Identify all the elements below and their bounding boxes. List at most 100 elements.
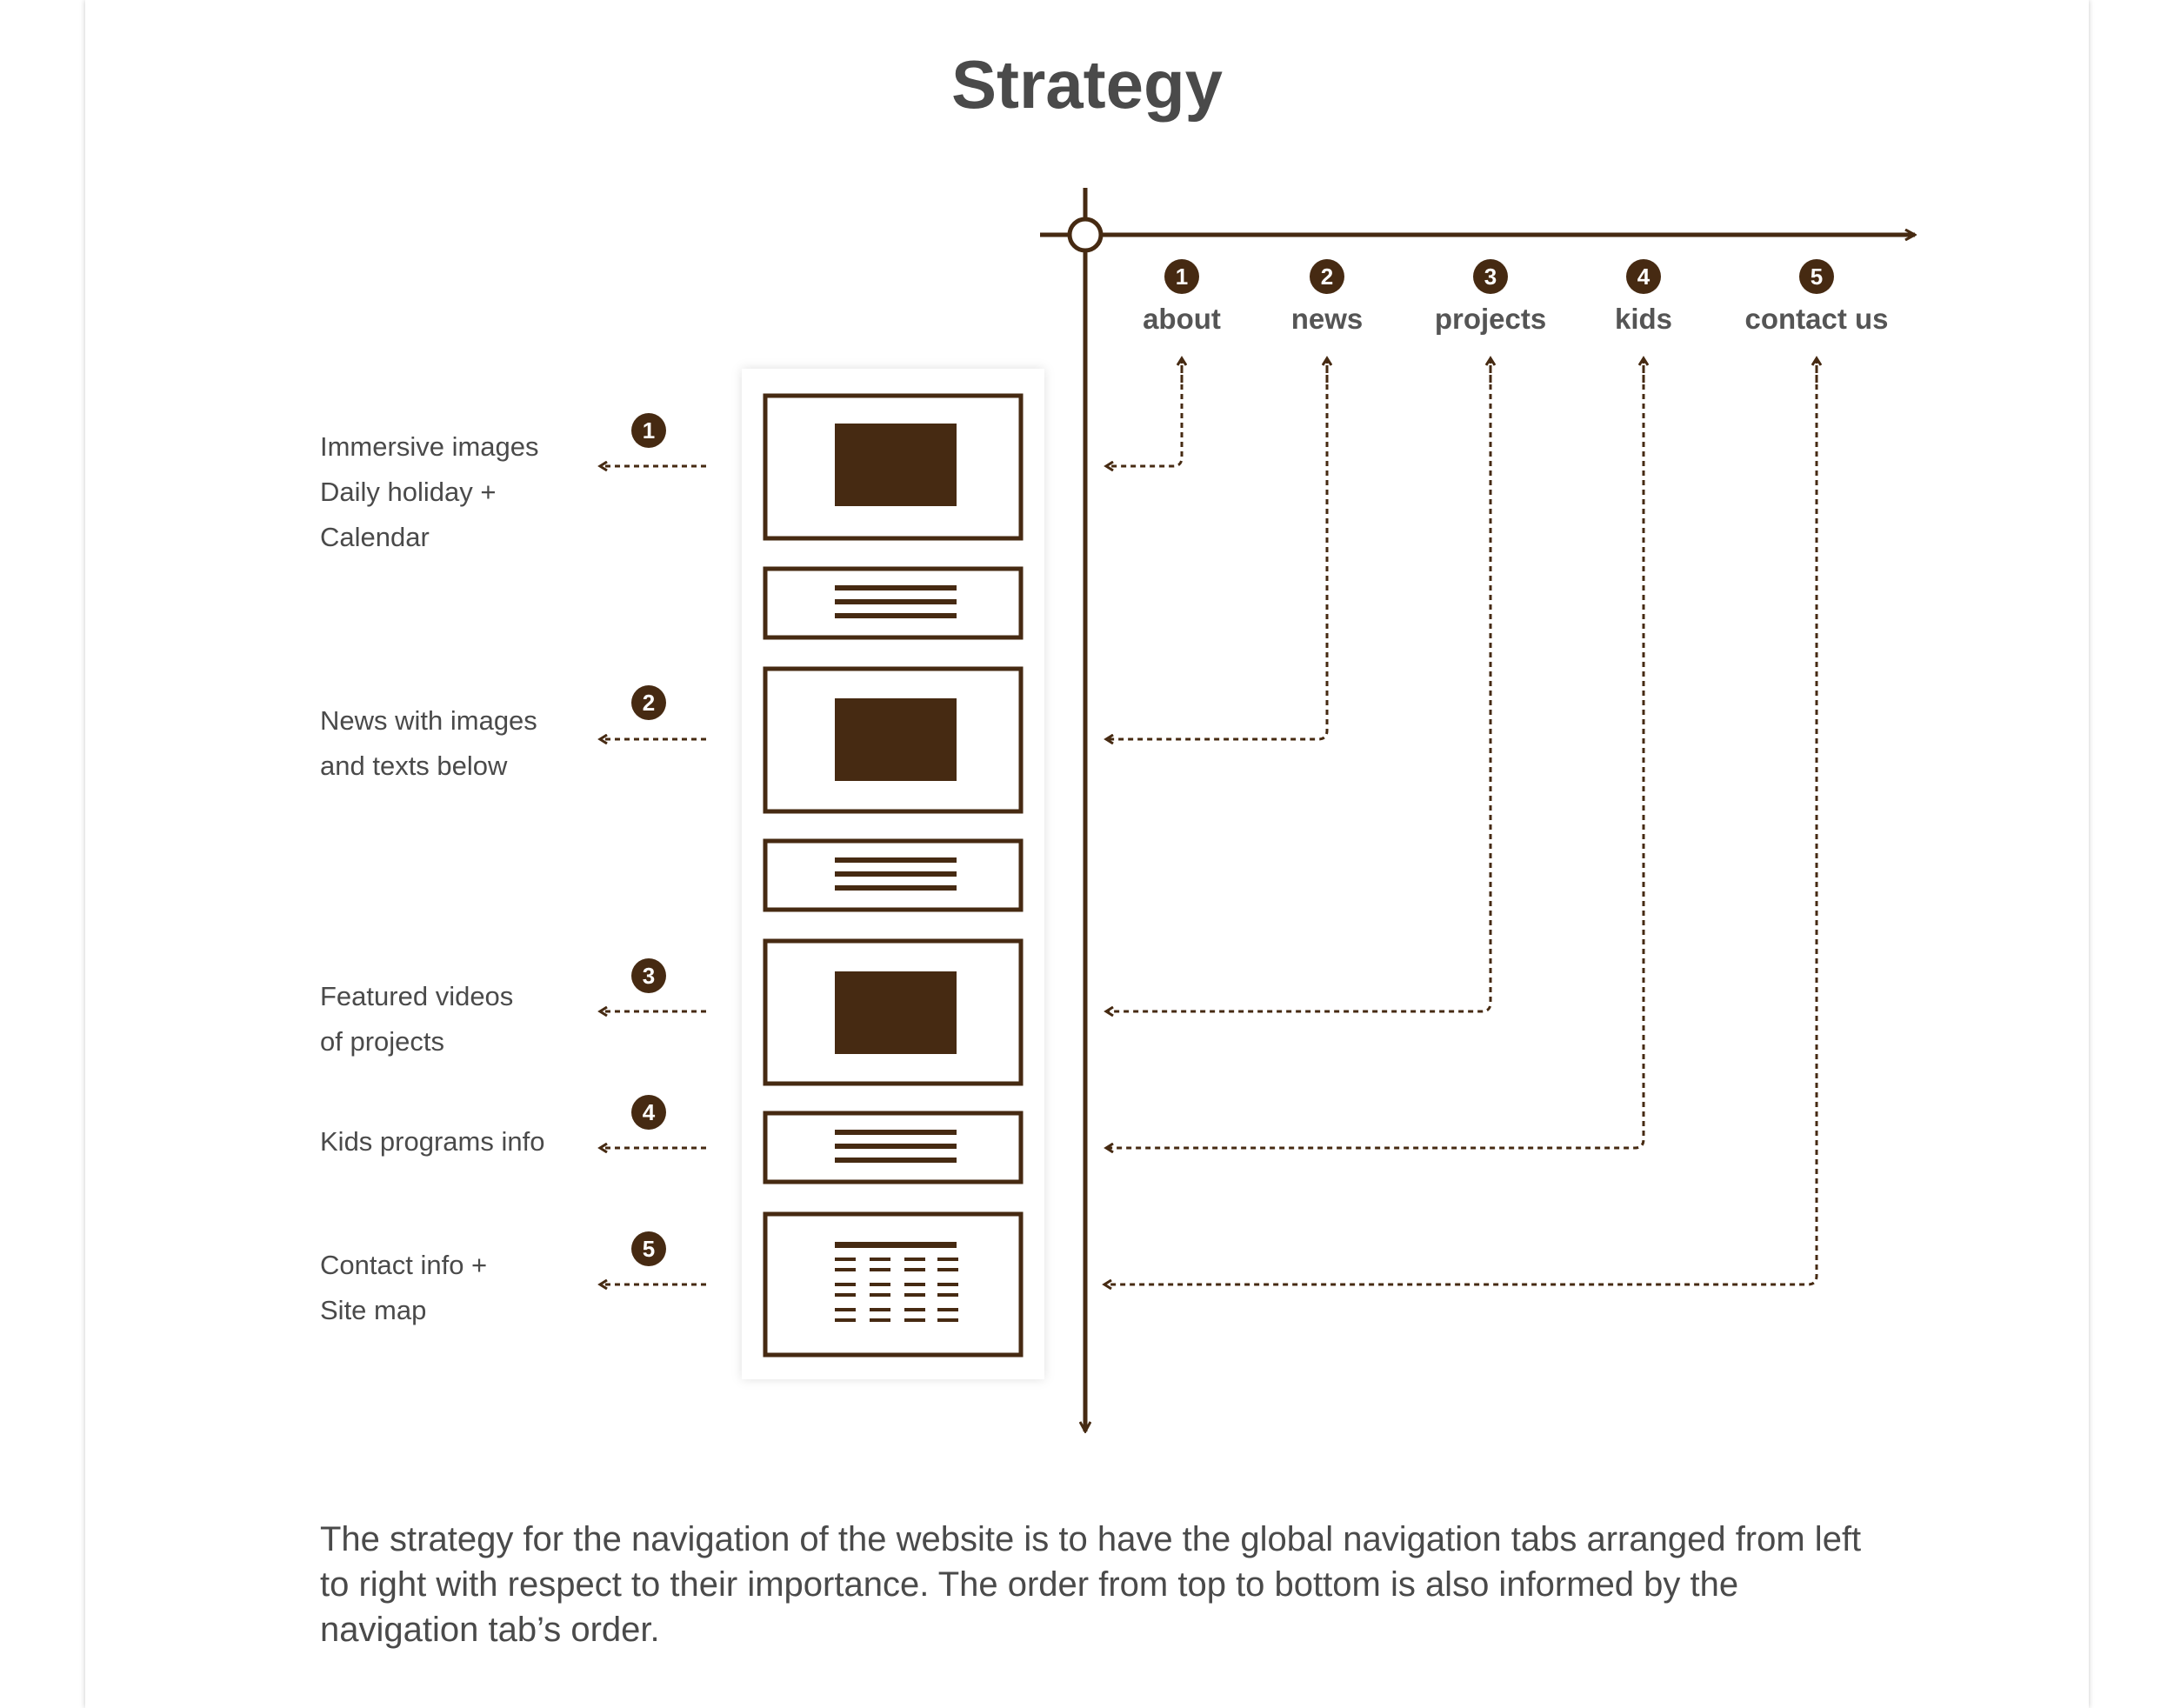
connector-about [1106,365,1184,466]
section-label-line: Calendar [320,522,430,552]
nav-number: 2 [1321,264,1333,290]
sitemap-dash [835,1258,856,1261]
nav-number-badge [1626,259,1661,294]
sitemap-dash [835,1318,856,1322]
section-badge-4: 4 [631,1095,666,1130]
section-number-badge [631,1231,666,1266]
wireframe-text-block-2 [763,838,1024,912]
sitemap-dash [870,1258,890,1261]
sitemap-dash [937,1258,958,1261]
section-label-line: of projects [320,1026,445,1057]
sitemap-dash [870,1308,890,1311]
sitemap-dash [904,1283,925,1286]
sitemap-dash [835,1293,856,1297]
section-badge-1: 1 [631,413,666,448]
wireframe-image-block-1 [763,393,1024,541]
nav-label-kids: kids [1615,303,1672,335]
wireframe-image-block-2 [763,666,1024,814]
page-title: Strategy [950,46,1224,123]
nav-label-news: news [1291,303,1364,335]
nav-number-badge [1164,259,1199,294]
section-label-line: News with images [320,705,537,736]
section-label-line: Daily holiday + [320,477,497,507]
section-label-line: Kids programs info [320,1126,545,1157]
section-number-badge [631,413,666,448]
section-badge-2: 2 [631,685,666,720]
sitemap-dash [904,1318,925,1322]
sitemap-dash [937,1308,958,1311]
connector-kids [1106,365,1645,1148]
sitemap-dash [937,1293,958,1297]
nav-label-projects: projects [1435,303,1546,335]
wireframe-text-block-3 [763,1111,1024,1184]
connector-news [1106,365,1329,739]
sitemap-dash [937,1318,958,1322]
section-number: 4 [643,1099,656,1125]
section-label-line: Site map [320,1295,427,1325]
wireframe-text-block-1 [763,566,1024,640]
section-label-2: News with images and texts below [320,698,537,789]
section-number: 3 [643,963,655,989]
section-label-line: and texts below [320,751,508,781]
nav-number-badge [1473,259,1508,294]
image-placeholder-3 [835,971,957,1054]
section-number: 2 [643,690,655,716]
nav-label-about: about [1143,303,1221,335]
nav-number: 3 [1484,264,1497,290]
section-number: 5 [643,1236,655,1262]
nav-label-contact-us: contact us [1744,303,1888,335]
wireframe-sitemap-block [763,1211,1024,1358]
sitemap-dash [937,1268,958,1271]
nav-number-badge [1799,259,1834,294]
sitemap-dash [937,1283,958,1286]
sitemap-columns [835,1258,958,1322]
section-label-3: Featured videos of projects [320,974,513,1064]
nav-tab-about: 1 about [1143,259,1221,335]
sitemap-dash [870,1268,890,1271]
sitemap-dash [904,1268,925,1271]
nav-tab-contact-us: 5 contact us [1744,259,1889,335]
section-label-4: Kids programs info [320,1119,544,1164]
nav-connectors [1104,358,1817,1284]
sitemap-dash [835,1308,856,1311]
sitemap-dash [835,1283,856,1286]
section-badge-5: 5 [631,1231,666,1266]
strategy-description: The strategy for the navigation of the w… [320,1520,1862,1649]
section-connectors [600,466,706,1284]
text-lines-3 [835,1130,957,1163]
sitemap-dash [870,1318,890,1322]
image-placeholder-1 [835,424,957,506]
sitemap-dash [835,1268,856,1271]
nav-tab-news: 2 news [1291,259,1364,335]
section-label-line: Immersive images [320,431,539,462]
section-label-1: Immersive images Daily holiday + Calenda… [320,424,539,560]
section-number-badge [631,685,666,720]
sitemap-dash [904,1308,925,1311]
nav-tab-projects: 3 projects [1435,259,1546,335]
text-lines-2 [835,857,957,891]
sitemap-dash [870,1293,890,1297]
section-label-line: Featured videos [320,981,514,1011]
wireframe-image-block-3 [763,938,1024,1086]
section-label-line: Contact info + [320,1250,488,1280]
sitemap-dash [904,1293,925,1297]
nav-number-badge [1310,259,1344,294]
section-number-badge [631,1095,666,1130]
nav-tab-kids: 4 kids [1615,259,1672,335]
nav-number: 4 [1637,264,1651,290]
axis-origin-circle [1067,217,1104,253]
section-label-5: Contact info + Site map [320,1243,487,1333]
text-lines-1 [835,585,957,618]
section-number-badge [631,958,666,993]
nav-number: 5 [1811,264,1823,290]
connector-contact [1104,365,1818,1284]
sitemap-dash [870,1283,890,1286]
section-badge-3: 3 [631,958,666,993]
sitemap-dash [904,1258,925,1261]
image-placeholder-2 [835,698,957,781]
sitemap-header-line [835,1242,957,1248]
section-number: 1 [643,417,655,444]
connector-projects [1106,365,1492,1011]
